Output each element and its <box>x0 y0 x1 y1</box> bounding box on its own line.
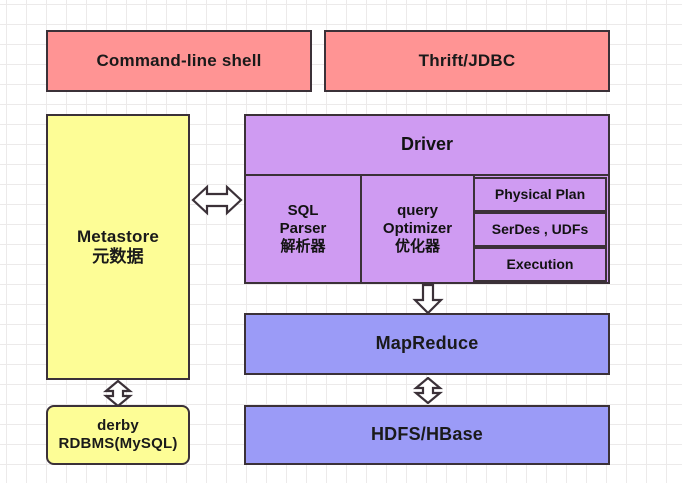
metastore-box[interactable]: Metastore 元数据 <box>46 114 190 380</box>
mapreduce-box[interactable]: MapReduce <box>244 313 610 375</box>
serdes-udfs-label: SerDes , UDFs <box>491 220 589 237</box>
driver-cell-serdes-udfs[interactable]: SerDes , UDFs <box>473 212 607 247</box>
rdbms-box[interactable]: derby RDBMS(MySQL) <box>46 405 190 465</box>
execution-label: Execution <box>506 255 574 272</box>
driver-header-label: Driver <box>400 134 454 155</box>
query-optimizer-line2: Optimizer <box>382 219 453 237</box>
rdbms-label-derby: derby <box>97 417 139 435</box>
client-command-line-shell-label: Command-line shell <box>96 50 262 70</box>
driver-header: Driver <box>244 114 610 176</box>
driver-cell-physical-plan[interactable]: Physical Plan <box>473 177 607 212</box>
physical-plan-label: Physical Plan <box>494 185 586 202</box>
driver-column-query-optimizer[interactable]: query Optimizer 优化器 <box>360 174 475 284</box>
mapreduce-label: MapReduce <box>375 333 479 354</box>
mapreduce-storage-arrow <box>412 377 444 404</box>
storage-box[interactable]: HDFS/HBase <box>244 405 610 465</box>
driver-cell-execution[interactable]: Execution <box>473 247 607 282</box>
sql-parser-label-group: SQL Parser 解析器 <box>280 202 327 257</box>
storage-label: HDFS/HBase <box>370 424 484 445</box>
metastore-label-zh: 元数据 <box>92 247 144 266</box>
metastore-driver-arrow <box>191 183 243 217</box>
metastore-label-en: Metastore <box>76 226 160 246</box>
metastore-label-group: Metastore 元数据 <box>77 227 159 267</box>
query-optimizer-label-group: query Optimizer 优化器 <box>383 202 452 257</box>
driver-column-sql-parser[interactable]: SQL Parser 解析器 <box>244 174 362 284</box>
rdbms-label-group: derby RDBMS(MySQL) <box>58 417 177 452</box>
client-thrift-jdbc-label: Thrift/JDBC <box>418 50 516 70</box>
sql-parser-line2: Parser <box>279 219 327 237</box>
query-optimizer-line3-zh: 优化器 <box>394 238 440 256</box>
client-command-line-shell-box[interactable]: Command-line shell <box>46 30 312 92</box>
client-thrift-jdbc-box[interactable]: Thrift/JDBC <box>324 30 610 92</box>
driver-mapreduce-arrow <box>412 284 444 314</box>
metastore-rdbms-arrow <box>102 380 134 407</box>
sql-parser-line3-zh: 解析器 <box>280 238 326 256</box>
sql-parser-line1: SQL <box>287 201 319 219</box>
rdbms-label-engine: RDBMS(MySQL) <box>58 435 178 452</box>
query-optimizer-line1: query <box>397 201 438 219</box>
